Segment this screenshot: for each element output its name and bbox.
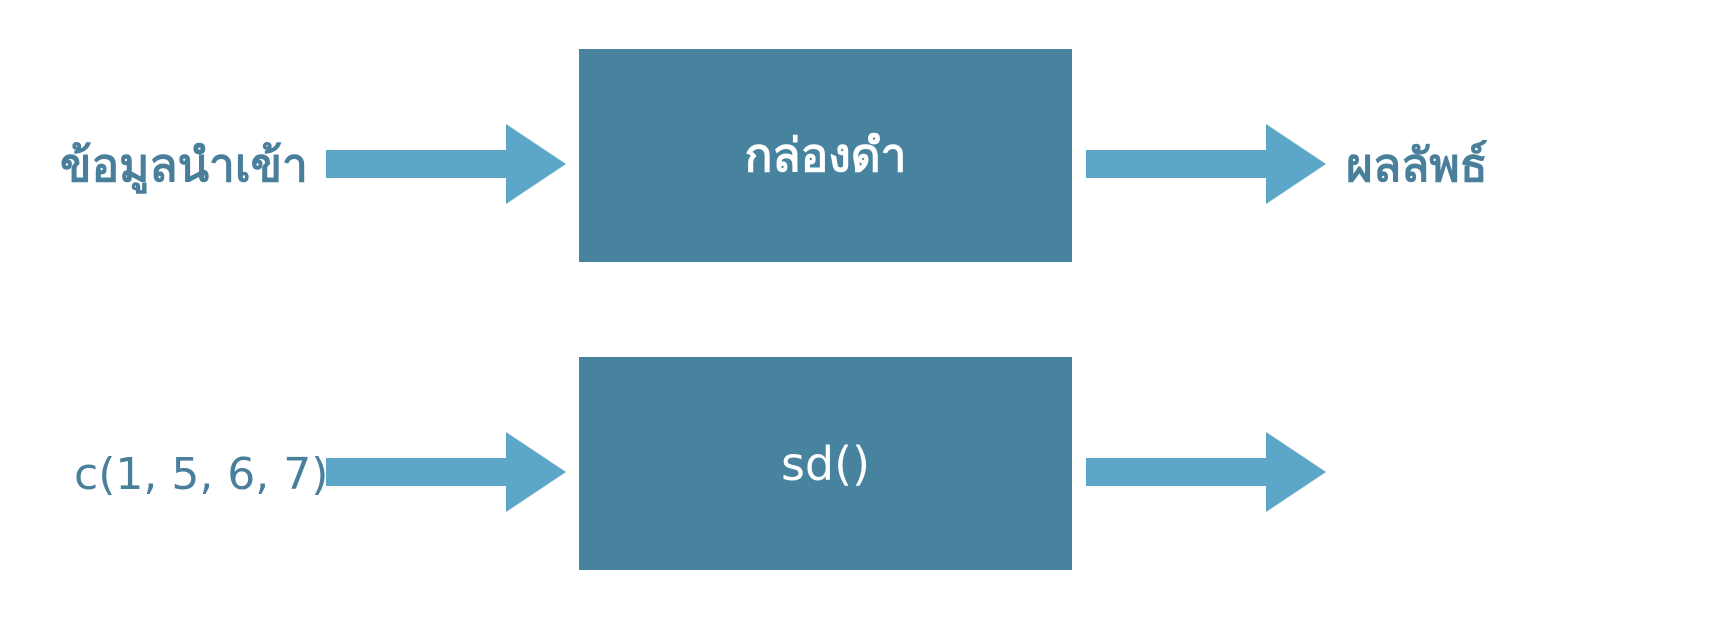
sd-function-box: sd() [579,357,1072,570]
output-arrow [1086,124,1326,204]
output-label: ผลลัพธ์ [1346,138,1488,192]
black-box: กล่องดำ [579,49,1072,262]
input-label: ข้อมูลนำเข้า [60,138,308,192]
black-box-label: กล่องดำ [744,128,907,182]
sd-output-arrow [1086,432,1326,512]
sd-function-label: sd() [780,436,871,491]
input-arrow [326,124,566,204]
input-vector-arrow [326,432,566,512]
input-vector-label: c(1, 5, 6, 7) [74,449,329,500]
